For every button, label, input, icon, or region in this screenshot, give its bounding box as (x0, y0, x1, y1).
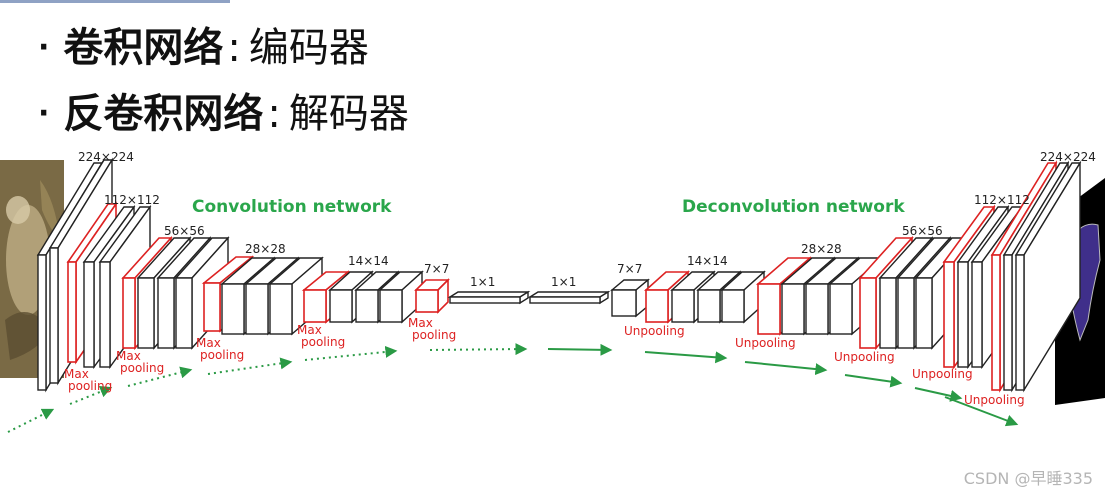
maxpool-label-3-line1: Max (196, 336, 221, 350)
maxpool-label-1-line2: pooling (68, 379, 112, 393)
dim-56-left: 56×56 (164, 224, 205, 238)
dec-fc-1x1 (527, 290, 611, 305)
maxpool-label-4-line2: pooling (301, 335, 345, 349)
bullet-encoder: · 卷积网络 : 编码器 (38, 22, 369, 74)
maxpool-label-4-line1: Max (297, 323, 322, 337)
encoder-title: Convolution network (192, 197, 392, 217)
dim-28-left: 28×28 (245, 242, 286, 256)
decoder-flow-arrow (644, 351, 728, 364)
dim-7-right: 7×7 (617, 262, 642, 276)
maxpool-label-2-line1: Max (116, 349, 141, 363)
bullet-decoder: · 反卷积网络 : 解码器 (38, 88, 409, 140)
decoder-flow-arrow (914, 387, 963, 402)
maxpool-label-5-line1: Max (408, 316, 433, 330)
unpool-label-5: Unpooling (964, 393, 1025, 407)
dim-14-left: 14×14 (348, 254, 389, 268)
encoder-flow-arrow (429, 343, 528, 356)
dim-224-left: 224×224 (78, 150, 134, 164)
enc-fc-1x1 (447, 290, 531, 305)
bullet-dot: · (38, 30, 50, 65)
decoder-flow-arrow (547, 343, 613, 356)
bullet-desc-decoder: 解码器 (288, 91, 409, 137)
maxpool-label-2-line2: pooling (120, 361, 164, 375)
unpool-label-3: Unpooling (834, 350, 895, 364)
decoder-flow-arrow (844, 374, 903, 388)
dim-56-right: 56×56 (902, 224, 943, 238)
maxpool-label-3-line2: pooling (200, 348, 244, 362)
encoder-flow-arrow (207, 357, 293, 375)
decoder-flow-arrow (744, 361, 828, 376)
encoder-flow-arrow (69, 385, 113, 405)
dec-7-slab (610, 278, 650, 318)
encoder-flow-arrow (304, 345, 398, 361)
dim-1-right: 1×1 (551, 275, 576, 289)
dim-14-right: 14×14 (687, 254, 728, 268)
maxpool-label-5-line2: pooling (412, 328, 456, 342)
dim-224-right: 224×224 (1040, 150, 1096, 164)
bullet-desc-encoder: 编码器 (248, 25, 369, 71)
bullet-colon: : (267, 91, 281, 137)
unpool-label-4: Unpooling (912, 367, 973, 381)
dec-224-slab-2 (1014, 160, 1082, 393)
encoder-flow-arrow (7, 408, 55, 433)
unpool-label-2: Unpooling (735, 336, 796, 350)
bullet-term-deconv-network: 反卷积网络 (63, 91, 264, 137)
bullet-term-conv-network: 卷积网络 (63, 25, 224, 71)
decoder-title: Deconvolution network (682, 197, 905, 217)
maxpool-label-1-line1: Max (64, 367, 89, 381)
dim-28-right: 28×28 (801, 242, 842, 256)
watermark: CSDN @早睡335 (963, 469, 1093, 488)
deconvnet-architecture-diagram: Convolution network Deconvolution network… (0, 150, 1105, 433)
dim-7-left: 7×7 (424, 262, 449, 276)
bullet-dot: · (38, 96, 50, 131)
enc-14-slab-3 (378, 270, 424, 324)
bullet-colon: : (227, 25, 241, 71)
unpool-label-1: Unpooling (624, 324, 685, 338)
decoder-flow-arrow (944, 396, 1019, 427)
dim-1-left: 1×1 (470, 275, 495, 289)
slide-accent-bar (0, 0, 230, 3)
dim-112-left: 112×112 (104, 193, 160, 207)
dim-112-right: 112×112 (974, 193, 1030, 207)
enc-7-pool (414, 278, 450, 314)
